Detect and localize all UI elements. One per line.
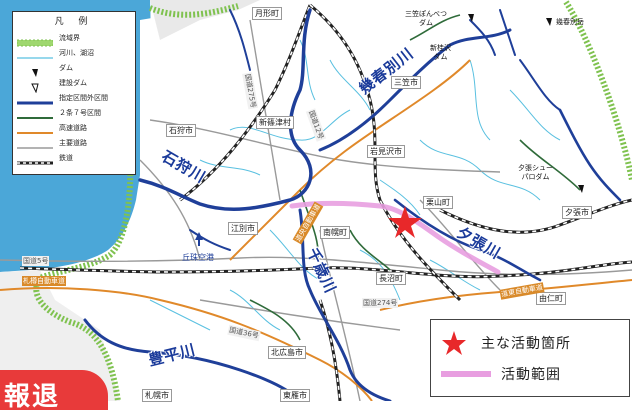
label-yubari: 夕張市 bbox=[562, 206, 592, 219]
basin-boundary bbox=[33, 0, 632, 401]
info-activity-range-label: 活動範囲 bbox=[501, 367, 561, 383]
legend-label: 流域界 bbox=[59, 34, 80, 42]
label-ishikari: 石狩市 bbox=[166, 124, 196, 137]
label-dam-ikushunbetsu: 幾春別岳 bbox=[556, 18, 584, 26]
label-sapporo: 札幌市 bbox=[142, 389, 172, 402]
legend-row-dam: ダム bbox=[17, 62, 73, 77]
legend-label: 指定区間外区間 bbox=[59, 94, 108, 102]
label-dam-shinkatsura: 新桂沢 ダム bbox=[430, 44, 451, 61]
label-iwamizawa: 岩見沢市 bbox=[367, 145, 405, 158]
label-ebetsu: 江別市 bbox=[228, 222, 258, 235]
legend-title: 凡 例 bbox=[54, 17, 94, 27]
legend-label: ダム bbox=[59, 64, 73, 72]
article-2-sections bbox=[249, 14, 581, 341]
river-symbol bbox=[17, 48, 53, 59]
airport-icon bbox=[195, 232, 203, 246]
label-yuni: 由仁町 bbox=[536, 292, 566, 305]
legend-label: 鉄道 bbox=[59, 154, 73, 162]
info-row-activity-range: 活動範囲 bbox=[441, 364, 561, 384]
railways bbox=[19, 3, 632, 401]
legend-label: 高速道路 bbox=[59, 124, 87, 132]
designated-section-symbol bbox=[17, 93, 53, 105]
label-dam-yubari-shuparo: 夕張シュー パロダム bbox=[518, 164, 553, 181]
construction-dam-icon bbox=[17, 78, 53, 94]
legend-row-river: 河川、湖沼 bbox=[17, 47, 94, 59]
basin-area bbox=[40, 0, 632, 401]
label-shinshinotsu: 新篠津村 bbox=[256, 116, 294, 129]
label-dam-mikasa-ponbetsu: 三笠ぽんべつ ダム bbox=[405, 10, 447, 27]
label-nampporo: 南幌町 bbox=[320, 226, 350, 239]
label-kitahiroshima: 北広島市 bbox=[268, 346, 306, 359]
main-rivers bbox=[83, 8, 622, 401]
legend-label: 河川、湖沼 bbox=[59, 49, 94, 57]
label-naganuma: 長沼町 bbox=[376, 272, 406, 285]
info-row-main-site: 主な活動箇所 bbox=[441, 330, 571, 356]
label-mikasa: 三笠市 bbox=[391, 76, 421, 89]
legend-label: ２条７号区間 bbox=[59, 109, 101, 117]
expressway-symbol bbox=[17, 123, 53, 134]
star-icon bbox=[442, 331, 466, 355]
main-road-symbol bbox=[17, 138, 53, 149]
label-sapporo-expressway: 札樽自動車道 bbox=[22, 276, 66, 286]
legend-row-main-road: 主要道路 bbox=[17, 137, 87, 149]
dam-icon bbox=[17, 63, 53, 77]
activity-range-symbol bbox=[441, 371, 491, 377]
label-route5: 国道5号 bbox=[22, 256, 50, 266]
legend-row-railway: 鉄道 bbox=[17, 152, 73, 165]
legend-row-dam-construction: 建設ダム bbox=[17, 77, 87, 94]
activity-star bbox=[388, 206, 422, 238]
corner-badge: 報退 bbox=[0, 370, 108, 410]
legend-row-designated: 指定区間外区間 bbox=[17, 92, 108, 105]
label-kuriyama: 栗山町 bbox=[423, 196, 453, 209]
label-route274: 国道274号 bbox=[362, 298, 399, 308]
legend-label: 建設ダム bbox=[59, 79, 87, 87]
railway-symbol bbox=[17, 153, 53, 165]
legend: 凡 例 流域界 河川、湖沼 ダム 建設ダム 指定区間外区間 ２条７号区間 高速道… bbox=[12, 11, 136, 175]
corner-badge-text: 報退 bbox=[4, 382, 61, 410]
label-airport: 丘珠空港 bbox=[182, 253, 214, 262]
legend-label: 主要道路 bbox=[59, 139, 87, 147]
label-gekkeicho: 月形町 bbox=[252, 7, 282, 20]
legend-row-article: ２条７号区間 bbox=[17, 107, 101, 119]
dam-markers bbox=[468, 14, 584, 193]
info-main-site-label: 主な活動箇所 bbox=[481, 336, 571, 352]
basin-boundary-symbol bbox=[16, 33, 54, 47]
label-higashikagura: 東雁市 bbox=[280, 389, 310, 402]
river-basin-map bbox=[0, 0, 632, 401]
activity-legend-box: 主な活動箇所 活動範囲 bbox=[430, 319, 630, 397]
article-section-symbol bbox=[17, 108, 53, 119]
legend-row-expressway: 高速道路 bbox=[17, 122, 87, 134]
legend-row-basin: 流域界 bbox=[16, 32, 80, 47]
